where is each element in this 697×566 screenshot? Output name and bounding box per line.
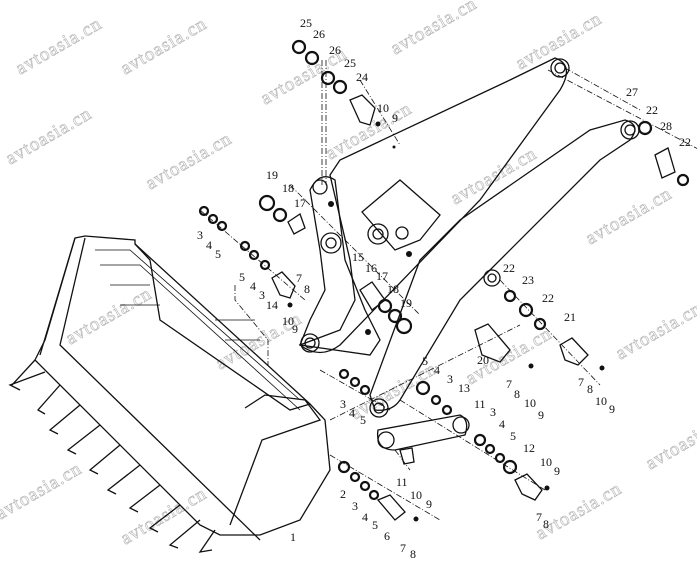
callout-label: 12 xyxy=(523,441,535,455)
callout-label: 7 xyxy=(400,541,406,555)
callout-label: 3 xyxy=(259,288,265,302)
callout-label: 5 xyxy=(510,429,516,443)
callout-label: 19 xyxy=(266,168,278,182)
callout-label: 1 xyxy=(290,530,296,544)
callout-label: 27 xyxy=(626,85,638,99)
watermark: avtoasia.cn xyxy=(612,298,697,364)
watermark: avtoasia.cn xyxy=(62,283,156,349)
watermark: avtoasia.cn xyxy=(2,103,96,169)
callout-label: 10 xyxy=(410,488,422,502)
boom-arm xyxy=(298,57,640,418)
bell-crank xyxy=(299,176,412,356)
callout-label: 3 xyxy=(447,372,453,386)
callout-label: 7 xyxy=(506,377,512,391)
callout-label: 10 xyxy=(282,314,294,328)
callout-label: 3 xyxy=(197,228,203,242)
callout-label: 25 xyxy=(300,16,312,30)
callout-label: 2 xyxy=(340,487,346,501)
callout-label: 21 xyxy=(564,310,576,324)
callout-label: 9 xyxy=(392,111,398,125)
callout-label: 6 xyxy=(384,529,390,543)
watermark: avtoasia.cn xyxy=(642,408,697,474)
callout-label: 13 xyxy=(458,381,470,395)
callout-label: 19 xyxy=(400,296,412,310)
link-rod xyxy=(376,414,470,451)
callout-label: 7 xyxy=(578,375,584,389)
callout-label: 9 xyxy=(538,408,544,422)
callout-label: 5 xyxy=(422,354,428,368)
callout-label: 10 xyxy=(377,101,389,115)
callout-label: 8 xyxy=(410,547,416,561)
callout-label: 11 xyxy=(474,397,486,411)
callout-label: 9 xyxy=(609,402,615,416)
callout-label: 17 xyxy=(294,196,306,210)
callout-label: 8 xyxy=(587,382,593,396)
callout-label: 7 xyxy=(296,271,302,285)
callout-label: 4 xyxy=(362,510,368,524)
watermark: avtoasia.cn xyxy=(582,183,676,249)
callout-label: 3 xyxy=(490,405,496,419)
callout-label: 8 xyxy=(543,517,549,531)
callout-label: 22 xyxy=(646,103,658,117)
callout-label: 3 xyxy=(352,499,358,513)
bucket xyxy=(8,235,331,553)
callout-label: 5 xyxy=(360,413,366,427)
callout-label: 10 xyxy=(540,455,552,469)
watermark: avtoasia.cn xyxy=(117,13,211,79)
callout-label: 16 xyxy=(365,261,377,275)
callout-label: 4 xyxy=(250,279,256,293)
callout-label: 15 xyxy=(352,250,364,264)
callout-label: 9 xyxy=(554,464,560,478)
small-parts xyxy=(198,39,690,522)
callout-label: 28 xyxy=(660,119,672,133)
callout-label: 14 xyxy=(266,298,278,312)
watermark: avtoasia.cn xyxy=(117,483,211,549)
callout-label: 22 xyxy=(679,135,691,149)
callout-label: 20 xyxy=(477,353,489,367)
callout-label: 22 xyxy=(503,261,515,275)
callout-label: 25 xyxy=(344,56,356,70)
callout-label: 18 xyxy=(282,181,294,195)
callout-label: 5 xyxy=(215,247,221,261)
callout-label: 5 xyxy=(239,270,245,284)
callout-label: 4 xyxy=(499,417,505,431)
callout-label: 8 xyxy=(304,282,310,296)
watermark: avtoasia.cn xyxy=(0,458,86,524)
callout-label: 7 xyxy=(536,510,542,524)
watermark: avtoasia.cn xyxy=(12,13,106,79)
callout-label: 10 xyxy=(524,396,536,410)
callout-label: 26 xyxy=(329,43,341,57)
callout-label: 8 xyxy=(514,387,520,401)
callout-label: 23 xyxy=(522,273,534,287)
watermark: avtoasia.cn xyxy=(447,143,541,209)
part-callouts: 25 26 26 25 24 10 9 27 22 28 22 19 18 17… xyxy=(197,16,691,561)
centerlines xyxy=(199,60,697,521)
callout-label: 4 xyxy=(206,238,212,252)
callout-label: 10 xyxy=(595,394,607,408)
callout-label: 4 xyxy=(434,363,440,377)
callout-label: 3 xyxy=(340,397,346,411)
callout-label: 4 xyxy=(349,406,355,420)
watermark: avtoasia.cn xyxy=(387,0,481,59)
watermark: avtoasia.cn xyxy=(512,8,606,74)
watermark: avtoasia.cn xyxy=(142,128,236,194)
callout-label: 5 xyxy=(372,518,378,532)
callout-label: 24 xyxy=(356,70,368,84)
callout-label: 17 xyxy=(376,269,388,283)
callout-label: 9 xyxy=(292,322,298,336)
callout-label: 18 xyxy=(387,282,399,296)
callout-label: 11 xyxy=(396,475,408,489)
callout-label: 9 xyxy=(426,497,432,511)
callout-label: 22 xyxy=(542,291,554,305)
callout-label: 26 xyxy=(313,27,325,41)
